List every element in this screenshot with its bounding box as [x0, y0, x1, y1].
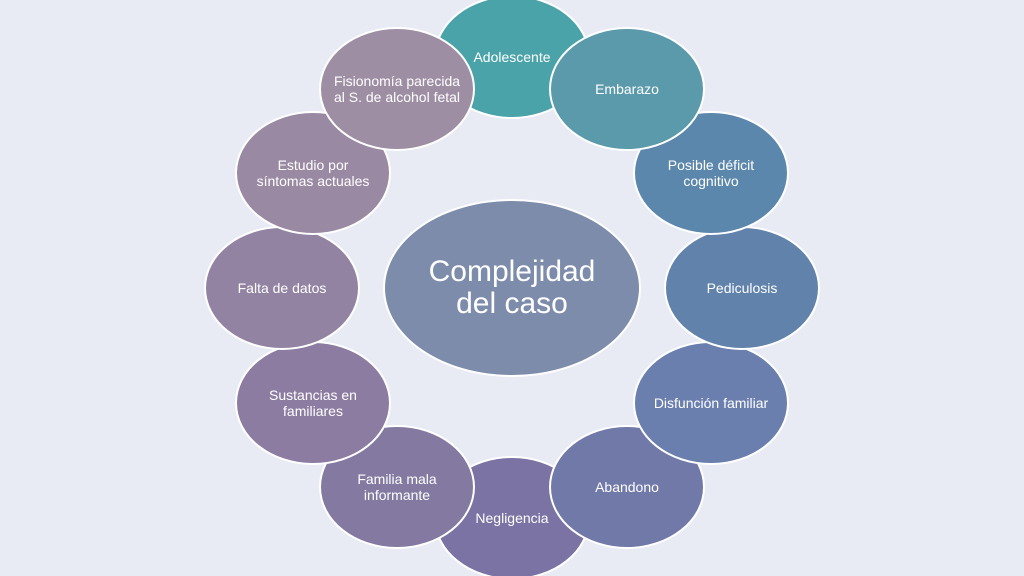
node-label: Posible déficit cognitivo: [667, 157, 755, 189]
node-label: Embarazo: [595, 81, 659, 97]
node-sustancias-en-familiares: Sustancias en familiares: [235, 341, 391, 465]
node-label: Abandono: [595, 479, 659, 495]
node-label: Familia mala informante: [357, 471, 437, 503]
node-label: Sustancias en familiares: [269, 387, 357, 419]
center-node: Complejidad del caso: [383, 199, 641, 377]
node-label: Estudio por síntomas actuales: [256, 157, 370, 189]
node-label: Disfunción familiar: [653, 395, 769, 411]
node-falta-de-datos: Falta de datos: [204, 226, 360, 350]
node-label: Falta de datos: [237, 280, 327, 296]
node-label: Fisionomía parecida al S. de alcohol fet…: [333, 73, 461, 105]
node-label: Adolescente: [473, 49, 551, 65]
center-label: Complejidad del caso: [428, 255, 596, 320]
node-label: Negligencia: [475, 510, 549, 526]
node-embarazo: Embarazo: [549, 27, 705, 151]
node-disfuncion-familiar: Disfunción familiar: [633, 341, 789, 465]
node-fisionomia-alcohol-fetal: Fisionomía parecida al S. de alcohol fet…: [319, 27, 475, 151]
node-pediculosis: Pediculosis: [664, 226, 820, 350]
node-label: Pediculosis: [706, 280, 778, 296]
